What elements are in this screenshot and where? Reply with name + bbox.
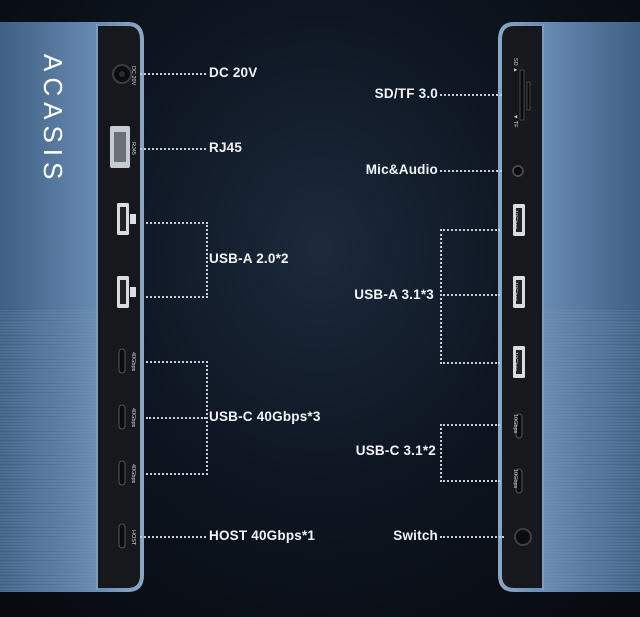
brand-logo: ACASIS bbox=[38, 54, 68, 186]
usb-c-host-port bbox=[118, 523, 126, 549]
label-usbc31: USB-C 3.1*2 bbox=[355, 443, 436, 458]
label-dc: DC 20V bbox=[209, 65, 258, 80]
label-switch: Switch bbox=[393, 528, 438, 543]
leader-usbc31-vert bbox=[440, 424, 442, 482]
leader-usbc31-top bbox=[440, 424, 500, 426]
label-usba2: USB-A 2.0*2 bbox=[209, 251, 289, 266]
usbc31-side-text-2: 10Gbps bbox=[512, 469, 518, 489]
leader-usba31-vert bbox=[440, 229, 442, 364]
label-audio: Mic&Audio bbox=[365, 162, 438, 177]
usb-c-31-port-2 bbox=[515, 468, 523, 494]
leader-usba2-bot bbox=[146, 296, 208, 298]
usb-c-40-port-1 bbox=[118, 348, 126, 374]
rj45-side-text: RJ45 bbox=[130, 142, 136, 155]
sd-slot bbox=[519, 69, 525, 121]
leader-usba31-bot bbox=[440, 362, 500, 364]
leader-usba31-mid bbox=[440, 294, 500, 296]
usbc-side-text-2: 40Gbps bbox=[130, 408, 136, 428]
label-usba31: USB-A 3.1*3 bbox=[354, 287, 434, 302]
tf-side-text: ▼ TF bbox=[512, 114, 518, 128]
left-dock bbox=[0, 22, 144, 592]
usb-c-31-port-1 bbox=[515, 413, 523, 439]
host-side-text: HOST bbox=[130, 530, 136, 546]
usba31-side-text-1: 10Gbps bbox=[512, 210, 518, 230]
power-switch bbox=[514, 528, 532, 546]
leader-dc bbox=[140, 73, 206, 75]
leader-usba2-vert bbox=[206, 222, 208, 298]
leader-usbc-1 bbox=[146, 361, 208, 363]
dc-side-text: DC 20V bbox=[130, 66, 136, 86]
usb-c-40-port-2 bbox=[118, 404, 126, 430]
tf-slot bbox=[526, 81, 531, 111]
label-sdtf: SD/TF 3.0 bbox=[374, 86, 438, 101]
usbc31-side-text-1: 10Gbps bbox=[512, 414, 518, 434]
leader-host bbox=[140, 536, 206, 538]
leader-usbc31-bot bbox=[440, 480, 500, 482]
usbc-side-text-1: 40Gbps bbox=[130, 352, 136, 372]
leader-sdtf bbox=[440, 94, 502, 96]
sd-side-text: SD ▲ bbox=[512, 58, 518, 73]
usbc-side-text-3: 40Gbps bbox=[130, 464, 136, 484]
label-rj45: RJ45 bbox=[209, 140, 243, 155]
label-host: HOST 40Gbps*1 bbox=[209, 528, 316, 543]
right-dock bbox=[498, 22, 640, 592]
leader-audio bbox=[440, 170, 502, 172]
usb-c-40-port-3 bbox=[118, 460, 126, 486]
leader-usba31-top bbox=[440, 229, 500, 231]
usba31-side-text-3: 10Gbps bbox=[512, 352, 518, 372]
audio-jack bbox=[512, 165, 524, 177]
label-usbc40: USB-C 40Gbps*3 bbox=[209, 409, 321, 424]
leader-rj45 bbox=[140, 148, 206, 150]
leader-usba2-top bbox=[146, 222, 208, 224]
leader-usbc-2 bbox=[146, 417, 206, 419]
leader-usbc-vert bbox=[206, 361, 208, 475]
leader-usbc-3 bbox=[146, 473, 208, 475]
usba31-side-text-2: 10Gbps bbox=[512, 282, 518, 302]
leader-switch bbox=[440, 536, 504, 538]
